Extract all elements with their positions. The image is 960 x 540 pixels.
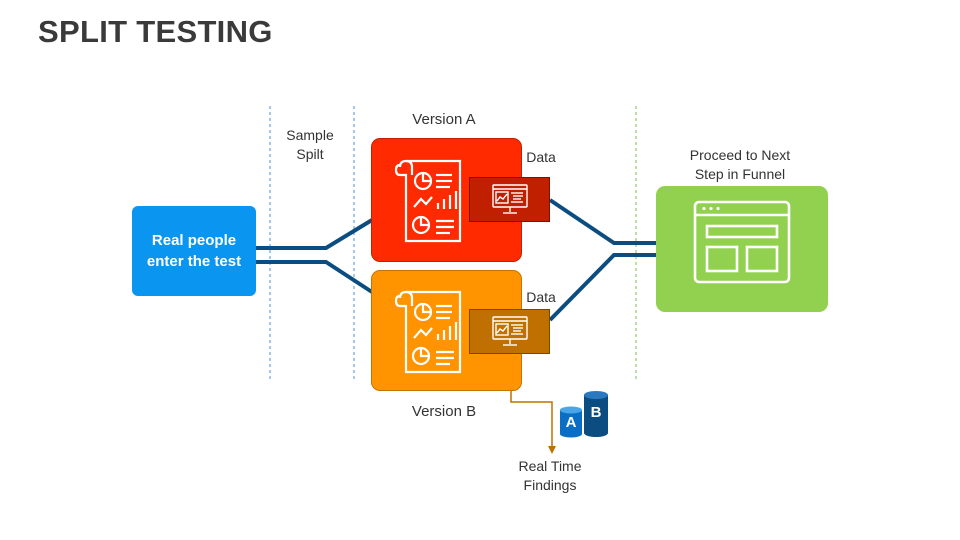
real-time-line2: Findings [523,477,577,493]
database-b-cylinder [584,391,608,437]
connector-from-data-a [548,198,656,245]
data-panel-b [469,309,550,354]
data-b-label: Data [526,289,556,305]
findings-arrowhead [548,446,556,454]
report-document-icon [394,157,464,245]
real-time-line1: Real Time [518,458,582,474]
data-panel-a [469,177,550,222]
database-a-cylinder [560,406,582,438]
sample-split-line2: Spilt [296,146,324,162]
real-time-findings-label: Real Time Findings [500,457,600,495]
connector-from-data-b [548,253,656,322]
real-people-box: Real people enter the test [132,206,256,296]
ab-label-b: B [590,404,602,421]
connector-to-version-b [256,260,374,294]
real-people-line2: enter the test [146,253,242,270]
connector-to-version-a [256,218,374,250]
next-step-box [656,186,828,312]
data-a-label: Data [526,149,556,165]
real-people-line1: Real people [151,232,237,249]
version-b-box [371,270,522,391]
sample-split-line1: Sample [286,127,334,143]
proceed-line2: Step in Funnel [694,166,786,182]
monitor-code-icon [492,316,528,348]
proceed-line1: Proceed to Next [689,147,791,163]
page-title: SPLIT TESTING [38,14,273,49]
ab-database-icon: A B [558,390,612,438]
report-document-icon [394,288,464,376]
version-b-label: Version B [411,403,477,420]
monitor-code-icon [492,184,528,216]
web-page-layout-icon [692,199,792,285]
proceed-label: Proceed to Next Step in Funnel [664,146,816,184]
ab-label-a: A [565,414,577,431]
sample-split-label: Sample Spilt [276,126,344,164]
version-a-label: Version A [412,111,476,128]
